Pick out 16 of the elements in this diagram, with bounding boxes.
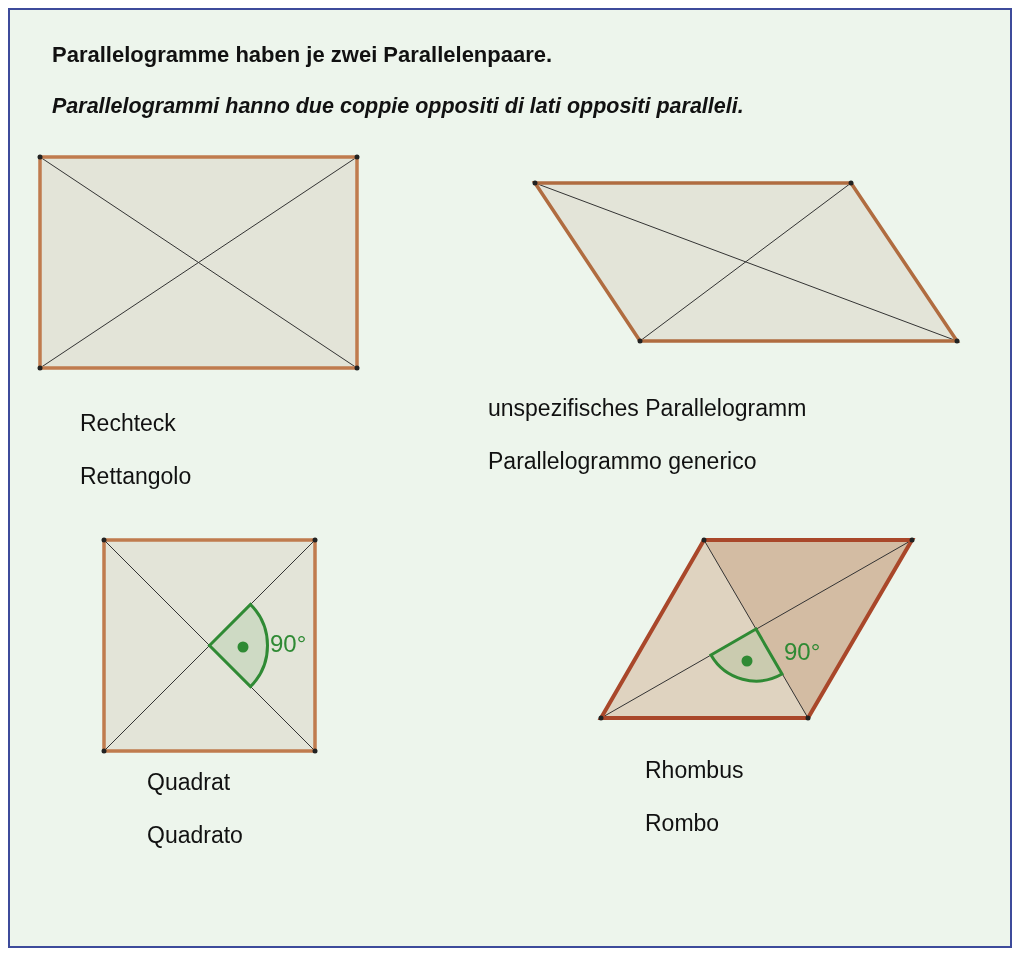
shape-name: Rhombus [645, 759, 744, 782]
shape-name: Rettangolo [80, 465, 192, 488]
shape-name: Quadrat [147, 771, 231, 794]
shape-name: Parallelogrammo generico [488, 450, 757, 473]
shape-name: Rechteck [80, 412, 176, 435]
angle-label: 90° [784, 640, 821, 664]
shape-name: unspezifisches Parallelogramm [488, 397, 807, 420]
subtitle: Parallelogrammi hanno due coppie oppositi di lati oppositi paralleli. [52, 96, 744, 118]
rectangle-drawing [37, 154, 360, 371]
shape-name: Rombo [645, 812, 720, 835]
rhombus-drawing [597, 537, 916, 721]
angle-label: 90° [270, 632, 307, 656]
parallelogram-drawing [531, 180, 961, 344]
shape-name: Quadrato [147, 824, 243, 847]
square-drawing [101, 537, 318, 754]
title: Parallelogramme haben je zwei Parallelenpaare. [52, 44, 553, 66]
